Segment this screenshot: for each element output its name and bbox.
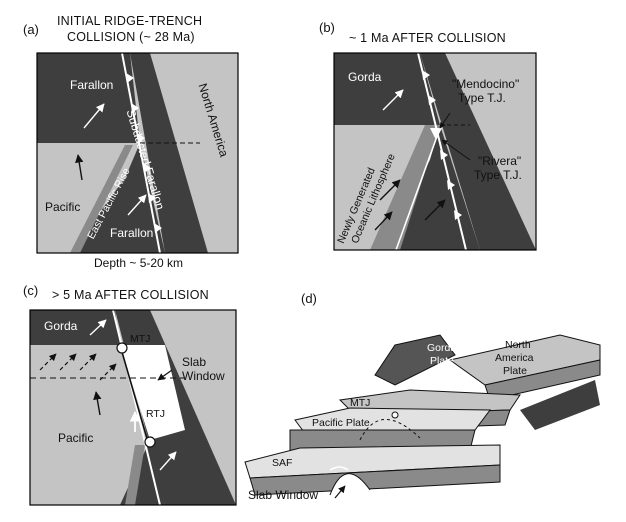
san-andreas-transform-c: [119, 344, 149, 443]
panel-a-map: [36, 52, 239, 254]
gorda-plate: [334, 53, 440, 125]
panel-d-block: [244, 334, 601, 499]
rtj-label-c: RTJ: [146, 408, 166, 420]
rivera-label-line1: "Rivera": [478, 154, 522, 168]
farallon-motion-arrow: [83, 103, 105, 129]
slab-window-label-line2: Window: [182, 369, 225, 383]
trench-teeth: [126, 73, 162, 233]
panel-a-title-line2: COLLISION (~ 28 Ma): [67, 30, 195, 44]
pacific-label-a: Pacific: [45, 200, 81, 214]
slab-window-label-line1: Slab: [182, 355, 207, 369]
mtj-label-c: MTJ: [130, 333, 151, 345]
triple-junction-marker: [430, 128, 442, 140]
farallon-plate-top: [37, 53, 140, 143]
panel-b-map: [333, 52, 537, 251]
farallon-bottom-arrow: [127, 194, 147, 216]
east-pacific-rise-ridge: [70, 145, 133, 253]
panel-a-title-line1: INITIAL RIDGE-TRENCH: [57, 14, 203, 28]
spreading-arrow-2: [374, 211, 393, 231]
panel-a-letter: (a): [23, 22, 39, 37]
pacific-motion-arrow: [75, 154, 84, 181]
mendocino-label-line2: Type T.J.: [458, 91, 506, 105]
farallon-top-label: Farallon: [70, 78, 114, 92]
panel-c-letter: (c): [23, 283, 39, 298]
mtj-label-d: MTJ: [350, 397, 371, 409]
farallon-plate-bottom: [70, 143, 165, 253]
mendocino-pointer: [439, 112, 451, 129]
north-america-plate-label-line3: Plate: [503, 365, 527, 377]
trench-line: [121, 52, 161, 254]
panel-d-letter: (d): [301, 291, 317, 306]
trench-teeth-b: [422, 70, 462, 220]
gorda-plate-label-line1: Gorda: [427, 342, 457, 354]
pacific-plate-label: Pacific Plate: [312, 417, 370, 429]
north-america-plate-label-line2: America: [495, 352, 534, 364]
panel-c-title: > 5 Ma AFTER COLLISION: [52, 288, 209, 302]
spreading-arrow-1: [379, 179, 401, 201]
slab-window-area: [120, 345, 185, 440]
subducted-farallon-band: [130, 53, 208, 253]
ridge-c: [125, 445, 145, 505]
slab-window-label-d: Slab Window: [248, 488, 319, 502]
depth-label: Depth ~ 5-20 km: [94, 256, 184, 270]
transform-line-b: [395, 127, 441, 251]
panel-b-letter: (b): [319, 20, 335, 35]
panel-c-map: [29, 309, 237, 506]
gorda-label-b: Gorda: [348, 70, 382, 84]
mtj-marker: [116, 342, 128, 354]
gorda-label-c: Gorda: [44, 319, 78, 333]
panel-b-title: ~ 1 Ma AFTER COLLISION: [349, 31, 506, 45]
gorda-arrow: [382, 89, 404, 111]
mendocino-label-line1: "Mendocino": [452, 77, 520, 91]
farallon-bottom-label: Farallon: [110, 226, 154, 240]
pacific-label-c: Pacific: [58, 431, 94, 445]
north-america-plate-label-line1: North: [505, 339, 531, 351]
rtj-marker: [144, 436, 156, 448]
spreading-arrow-3: [424, 199, 446, 221]
rivera-label-line2: Type T.J.: [474, 168, 522, 182]
gorda-plate-label-line2: Plate: [430, 355, 454, 367]
gorda-plate-c: [30, 310, 120, 345]
trench-line-c: [112, 309, 161, 506]
subducted-slab-band: [420, 53, 536, 250]
rivera-pointer: [441, 139, 471, 161]
saf-label: SAF: [272, 457, 293, 469]
